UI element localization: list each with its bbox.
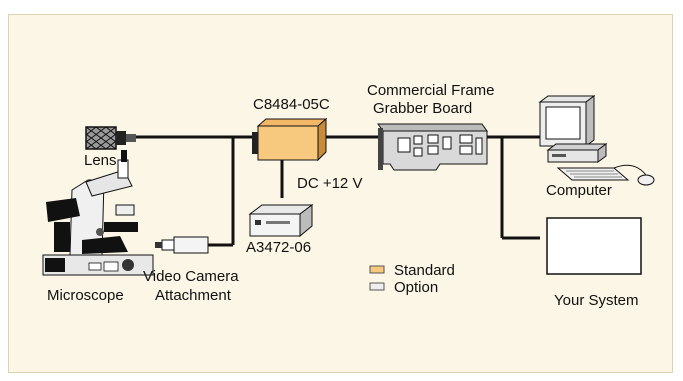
legend-standard-label: Standard	[394, 262, 455, 279]
power-supply-icon	[248, 204, 314, 238]
attachment-label-line2: Attachment	[155, 287, 231, 304]
computer-icon	[538, 95, 655, 186]
computer-label: Computer	[546, 182, 612, 199]
frame-grabber-board-icon	[377, 123, 488, 171]
your-system-box	[546, 217, 642, 275]
camera-label: C8484-05C	[253, 96, 330, 113]
lens-label: Lens	[84, 152, 117, 169]
video-camera-attachment-icon	[155, 236, 209, 254]
power-supply-label: A3472-06	[246, 239, 312, 256]
diagram-frame	[8, 14, 673, 373]
lens-icon	[85, 126, 136, 150]
camera-icon	[252, 117, 328, 162]
legend-option-swatch	[369, 282, 385, 291]
microscope-icon	[42, 150, 154, 276]
legend-option-label: Option	[394, 279, 439, 296]
frame-grabber-label-line1: Commercial Frame	[367, 82, 495, 99]
attachment-label-line1: Video Camera	[143, 268, 239, 285]
microscope-label: Microscope	[47, 287, 124, 304]
frame-grabber-label-line2: Grabber Board	[373, 100, 473, 117]
legend-standard-swatch	[369, 265, 385, 274]
your-system-label: Your System	[554, 292, 639, 309]
dc-voltage-label: DC +12 V	[297, 175, 363, 192]
connection-lines	[136, 135, 540, 247]
